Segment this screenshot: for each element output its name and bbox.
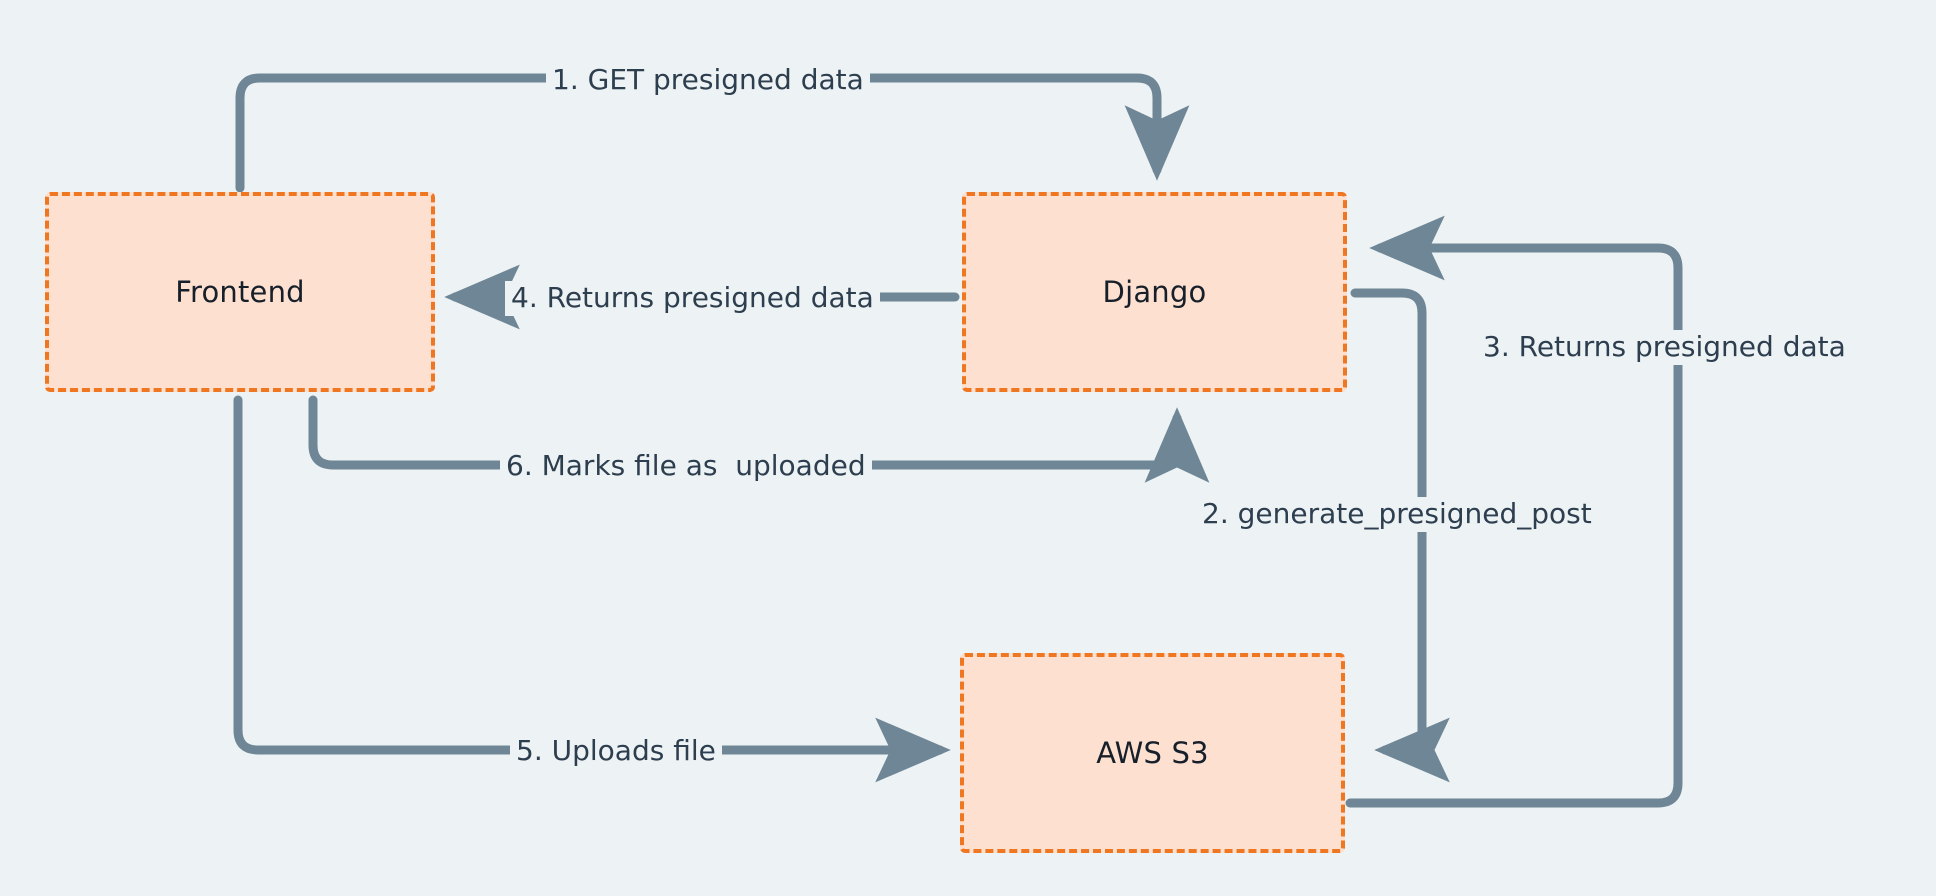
node-frontend-label: Frontend: [175, 275, 305, 309]
edge-label-5: 5. Uploads file: [510, 734, 722, 769]
node-django[interactable]: Django: [962, 192, 1347, 392]
edge-label-6: 6. Marks file as uploaded: [500, 449, 872, 484]
edge-label-4: 4. Returns presigned data: [505, 281, 880, 316]
node-aws-s3[interactable]: AWS S3: [960, 653, 1345, 853]
node-frontend[interactable]: Frontend: [45, 192, 435, 392]
edge-label-1: 1. GET presigned data: [546, 63, 870, 98]
edge-label-3: 3. Returns presigned data: [1477, 330, 1852, 365]
node-aws-s3-label: AWS S3: [1096, 736, 1209, 770]
node-django-label: Django: [1102, 275, 1207, 309]
edge-3-path: [1345, 215, 1683, 808]
edge-label-2: 2. generate_presigned_post: [1196, 497, 1598, 532]
edge-5-path: [233, 395, 951, 783]
